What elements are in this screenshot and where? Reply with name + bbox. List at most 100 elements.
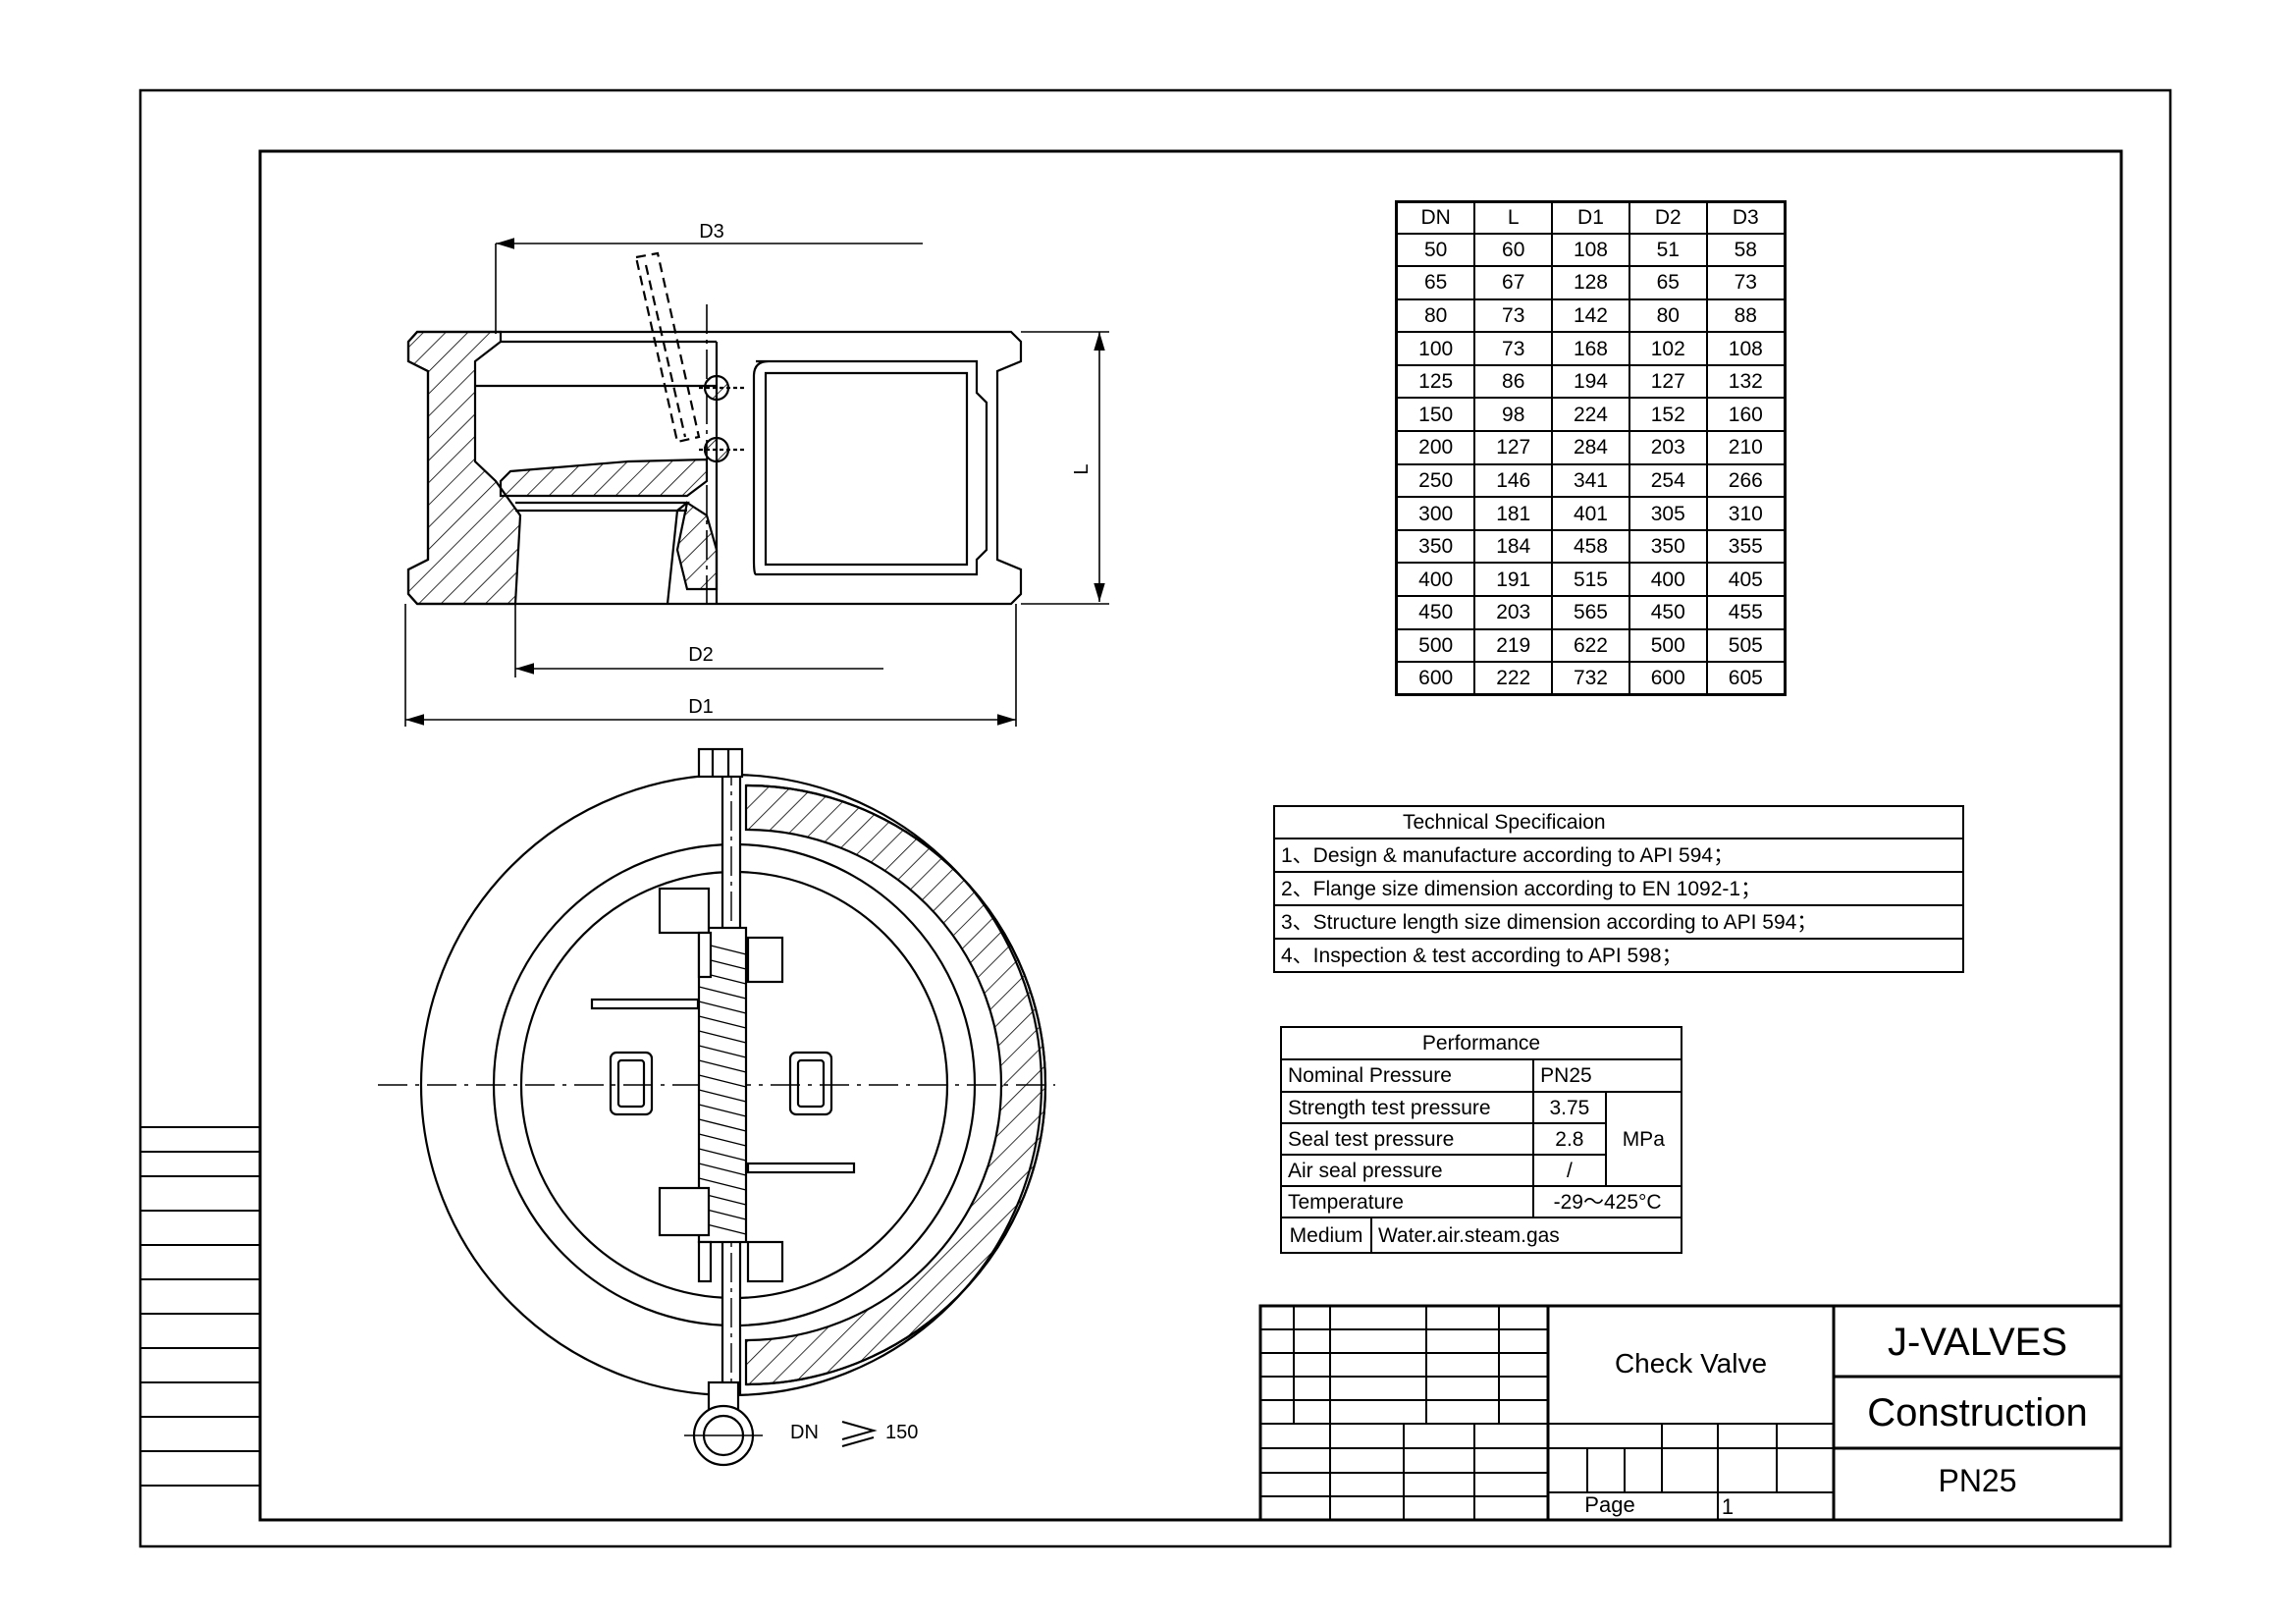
medium-value: Water.air.steam.gas [1370,1217,1682,1254]
table-cell: 194 [1551,363,1630,400]
table-cell: 210 [1705,430,1787,465]
table-cell: 65 [1395,265,1476,300]
greater-equal-symbol [841,1421,878,1447]
l-label: L [1071,463,1093,474]
dn-note-value: 150 [885,1422,918,1443]
table-cell: 127 [1628,363,1708,400]
table-cell: 127 [1473,430,1554,465]
table-cell: 565 [1551,595,1630,630]
table-cell: 168 [1551,331,1630,366]
front-view [378,747,1055,1467]
table-cell: 184 [1473,528,1554,565]
table-cell: 203 [1473,595,1554,630]
table-cell: 401 [1551,496,1630,531]
table-cell: 250 [1395,462,1476,499]
table-cell: 73 [1705,265,1787,300]
table-header: DN [1395,200,1476,235]
table-cell: 600 [1628,661,1708,696]
side-view [406,251,1023,606]
table-cell: 622 [1551,627,1630,664]
strength-test-label: Strength test pressure [1279,1091,1535,1124]
table-cell: 222 [1473,661,1554,696]
table-cell: 450 [1395,595,1476,630]
medium-label: Medium [1280,1217,1372,1254]
temperature-label: Temperature [1279,1185,1535,1218]
table-cell: 458 [1551,528,1630,565]
table-cell: 50 [1395,232,1476,268]
performance-title: Performance [1280,1026,1682,1060]
table-header: D2 [1628,200,1708,235]
table-cell: 86 [1473,363,1554,400]
d2-label: D2 [688,644,714,666]
table-cell: 160 [1705,397,1787,433]
table-cell: 305 [1628,496,1708,531]
table-cell: 73 [1473,331,1554,366]
table-cell: 405 [1705,562,1787,598]
air-seal-value: / [1532,1154,1607,1187]
table-header: D3 [1705,200,1787,235]
table-cell: 60 [1473,232,1554,268]
table-cell: 300 [1395,496,1476,531]
table-cell: 125 [1395,363,1476,400]
table-cell: 254 [1628,462,1708,499]
table-cell: 266 [1705,462,1787,499]
table-cell: 515 [1551,562,1630,598]
seal-test-value: 2.8 [1532,1122,1607,1156]
tech-spec-item: 2、Flange size dimension according to EN … [1273,871,1964,906]
table-cell: 88 [1705,298,1787,334]
table-cell: 152 [1628,397,1708,433]
table-cell: 132 [1705,363,1787,400]
performance-table: Performance Nominal Pressure PN25 Streng… [1279,1026,1683,1254]
table-cell: 80 [1395,298,1476,334]
table-cell: 150 [1395,397,1476,433]
table-cell: 128 [1551,265,1630,300]
tech-spec-title: Technical Specificaion [1273,805,1964,839]
product-name: Check Valve [1614,1348,1768,1379]
table-cell: 732 [1551,661,1630,696]
d1-label: D1 [688,696,714,718]
table-cell: 600 [1395,661,1476,696]
air-seal-label: Air seal pressure [1279,1154,1535,1187]
table-cell: 341 [1551,462,1630,499]
document-type: Construction [1867,1391,2088,1434]
table-cell: 455 [1705,595,1787,630]
table-cell: 505 [1705,627,1787,664]
tech-spec-item: 3、Structure length size dimension accord… [1273,904,1964,940]
inner-frame [258,149,2123,1522]
outer-frame [138,88,2172,1548]
dn-note-prefix: DN [790,1422,819,1443]
table-cell: 65 [1628,265,1708,300]
table-cell: 181 [1473,496,1554,531]
table-header: D1 [1551,200,1630,235]
pressure-unit: MPa [1604,1091,1683,1187]
page-number: 1 [1721,1494,1735,1519]
table-cell: 58 [1705,232,1787,268]
company-name: J-VALVES [1887,1321,2068,1364]
page-label: Page [1584,1492,1635,1517]
table-cell: 108 [1551,232,1630,268]
table-cell: 400 [1628,562,1708,598]
table-cell: 355 [1705,528,1787,565]
table-cell: 67 [1473,265,1554,300]
nominal-pressure-value: PN25 [1532,1058,1682,1093]
table-cell: 219 [1473,627,1554,664]
table-cell: 146 [1473,462,1554,499]
table-cell: 51 [1628,232,1708,268]
table-cell: 224 [1551,397,1630,433]
table-cell: 100 [1395,331,1476,366]
dimension-lines [404,238,1109,727]
seal-test-label: Seal test pressure [1279,1122,1535,1156]
